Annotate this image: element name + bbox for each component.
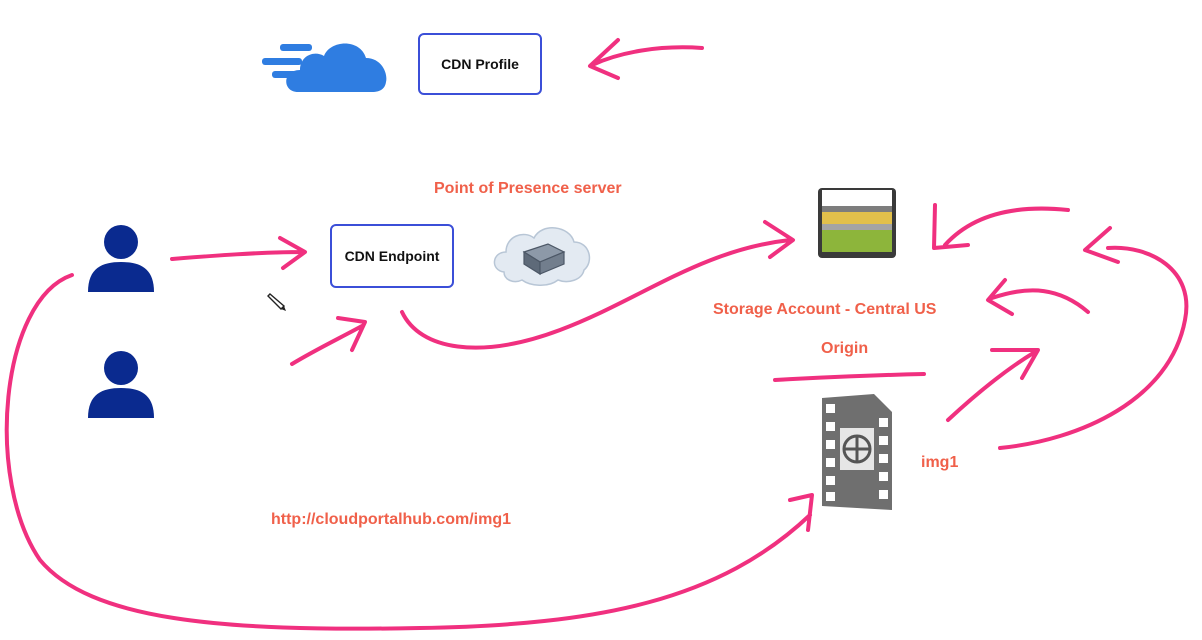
storage-account-label: Storage Account - Central US [713, 301, 937, 318]
arrow-big-loop-right [998, 226, 1189, 450]
arrow-file-to-origin [946, 348, 1040, 422]
cdn-profile-box: CDN Profile [418, 33, 542, 95]
cdn-endpoint-label: CDN Endpoint [344, 248, 440, 264]
arrow-to-cdn-profile [588, 38, 704, 80]
origin-label: Origin [821, 340, 869, 357]
url-label: http://cloudportalhub.com/img1 [271, 511, 511, 528]
arrow-bottom-loop [4, 273, 814, 631]
storage-icon [818, 188, 896, 258]
pop-server-icon [490, 222, 592, 288]
user-icon [86, 222, 156, 294]
cdn-cloud-icon [262, 34, 390, 94]
pencil-cursor-icon [266, 290, 288, 312]
arrow-return-2 [986, 278, 1090, 316]
arrow-user2-to-endpoint [290, 316, 367, 366]
arrow-user-to-endpoint [170, 236, 307, 270]
film-icon [822, 394, 892, 510]
cdn-profile-label: CDN Profile [441, 56, 519, 72]
arrow-endpoint-to-storage [400, 220, 795, 350]
user-icon [86, 348, 156, 420]
img1-label: img1 [921, 454, 959, 471]
origin-underline [773, 372, 926, 382]
arrow-return-1 [932, 203, 1070, 250]
cdn-endpoint-box: CDN Endpoint [330, 224, 454, 288]
pop-server-label: Point of Presence server [434, 180, 622, 197]
